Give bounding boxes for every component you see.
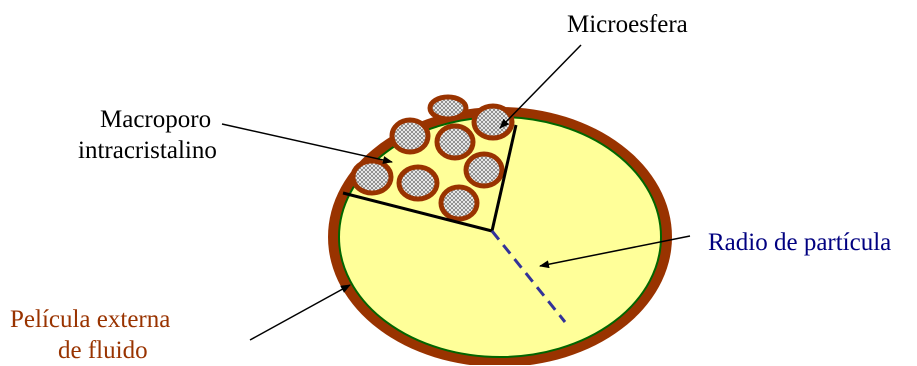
microsphere — [430, 97, 466, 119]
microsphere — [441, 187, 477, 219]
arrow-pelicula — [250, 285, 350, 340]
microsphere — [466, 154, 502, 186]
label-pelicula-line2: de fluido — [58, 336, 148, 366]
label-microesfera: Microesfera — [567, 10, 688, 40]
label-radio-particula: Radio de partícula — [708, 228, 891, 258]
microsphere — [437, 126, 473, 158]
microsphere — [353, 161, 391, 193]
label-macroporo-line1: Macroporo — [100, 105, 211, 135]
microsphere — [399, 167, 437, 199]
microsphere — [392, 120, 428, 152]
label-pelicula-line1: Película externa — [10, 305, 170, 335]
label-macroporo-line2: intracristalino — [78, 136, 217, 166]
particle-body — [339, 117, 661, 357]
arrow-macroporo — [222, 124, 392, 162]
